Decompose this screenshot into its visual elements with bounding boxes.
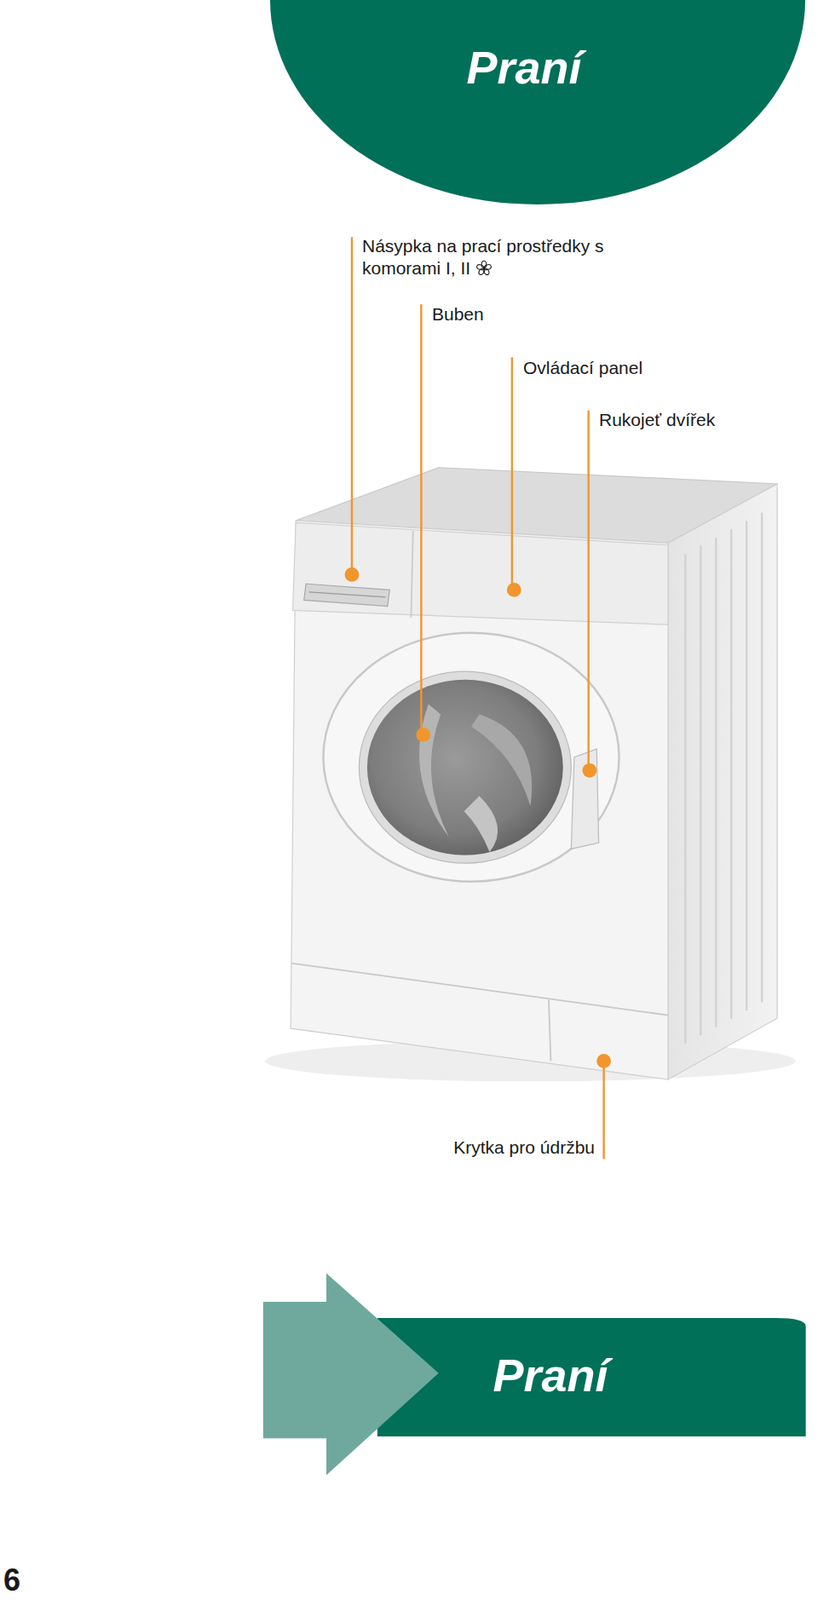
part-label: Krytka pro údržbu xyxy=(453,1136,595,1159)
drawer-grip xyxy=(309,592,386,598)
drum-window xyxy=(367,679,564,856)
side-rib xyxy=(699,546,702,1037)
side-rib xyxy=(745,521,748,1012)
semicircle-shape xyxy=(270,0,806,205)
drum-reflection xyxy=(464,795,499,853)
strip-divider xyxy=(410,530,413,618)
side-ribs xyxy=(685,512,762,1044)
side-rib xyxy=(714,537,717,1028)
softener-symbol xyxy=(475,259,493,277)
door-handle xyxy=(570,748,599,849)
title-semicircle: Praní xyxy=(270,0,806,205)
door-bezel xyxy=(358,671,571,864)
front-face xyxy=(290,520,669,1080)
semicircle-fill xyxy=(270,0,806,205)
part-label: Násypka na prací prostředky s komorami I… xyxy=(362,235,657,281)
side-rib xyxy=(684,553,686,1044)
part-label: Buben xyxy=(432,303,484,326)
part-label: Násypka na prací prostředky s komorami I… xyxy=(362,236,605,278)
drum-reflection xyxy=(419,703,450,837)
banner-band xyxy=(377,1318,807,1437)
plinth-line xyxy=(291,963,669,1016)
control-strip xyxy=(293,522,669,625)
part-label: Krytka pro údržbu xyxy=(453,1137,595,1158)
side-rib xyxy=(760,512,763,1003)
part-label: Rukojeť dvířek xyxy=(599,409,715,430)
side-rib xyxy=(730,529,732,1020)
side-face xyxy=(668,483,778,1080)
banner-arrow xyxy=(263,1273,439,1475)
heading-text: Praní xyxy=(492,1350,608,1401)
page-number: 6 xyxy=(3,1562,21,1598)
drum-reflection xyxy=(471,714,532,807)
page-number: 6 xyxy=(3,1561,21,1600)
banner-box: Praní xyxy=(443,1315,658,1436)
part-label: Ovládací panel xyxy=(523,357,643,378)
service-cover-edge xyxy=(548,1000,551,1062)
callout-dots xyxy=(345,567,611,1069)
part-label: Ovládací panel xyxy=(523,357,643,380)
part-label: Buben xyxy=(432,304,484,324)
detergent-drawer xyxy=(304,583,391,606)
heading-text: Praní xyxy=(466,42,582,93)
part-label: Rukojeť dvířek xyxy=(599,409,715,432)
door-ring xyxy=(322,633,619,882)
